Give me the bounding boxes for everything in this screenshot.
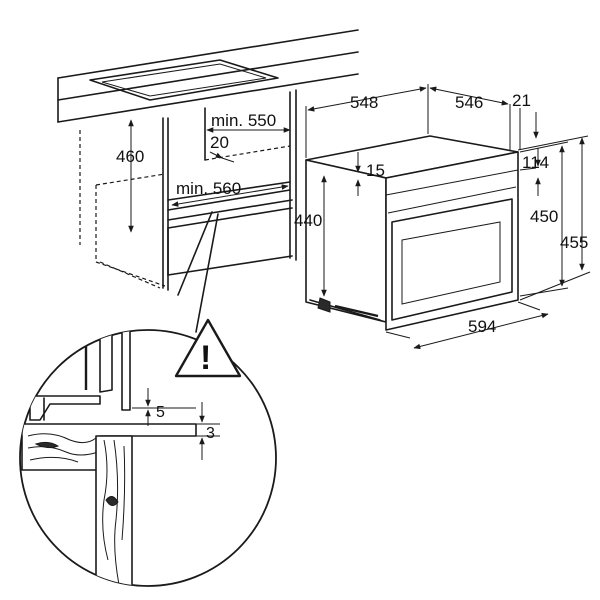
dim-5: 5: [145, 388, 165, 426]
countertop: [57, 29, 359, 123]
dim-15-label: 15: [366, 161, 385, 180]
dim-440: 440: [294, 175, 327, 297]
dim-min550-label: min. 550: [211, 111, 276, 130]
dim-21-label: 21: [512, 91, 531, 110]
dim-3-label: 3: [206, 425, 215, 442]
detail-callout-leader: [177, 211, 219, 333]
dim-450: 450: [519, 141, 569, 297]
dim-min550: min. 550: [206, 111, 291, 133]
hob: [89, 59, 279, 101]
dim-460: 460: [116, 119, 144, 233]
oven: [305, 135, 519, 331]
dim-548-label: 548: [350, 93, 378, 112]
dim-460-label: 460: [116, 147, 144, 166]
dim-594-label: 594: [468, 317, 496, 336]
dim-15: 15: [355, 152, 385, 196]
warning-triangle-icon: !: [174, 318, 242, 378]
dim-min560: min. 560: [171, 179, 289, 207]
dim-114: 114: [519, 148, 549, 196]
dim-min560-label: min. 560: [176, 179, 241, 198]
dim-21: 21: [512, 91, 539, 150]
dim-548: 548: [305, 84, 429, 158]
dim-20-label: 20: [210, 133, 229, 152]
detail-circle: 5 3: [19, 329, 277, 587]
dim-20: 20: [209, 133, 235, 163]
dim-3: 3: [199, 402, 215, 460]
dim-440-label: 440: [294, 211, 322, 230]
dim-546: 546: [429, 86, 511, 150]
dim-455: 455: [517, 135, 591, 301]
dim-546-label: 546: [455, 93, 483, 112]
dim-114-label: 114: [522, 153, 549, 172]
dim-594: 594: [385, 301, 549, 350]
warning-mark: !: [200, 339, 211, 377]
dim-455-label: 455: [560, 233, 588, 252]
dim-5-label: 5: [156, 404, 165, 421]
dim-450-label: 450: [530, 207, 558, 226]
